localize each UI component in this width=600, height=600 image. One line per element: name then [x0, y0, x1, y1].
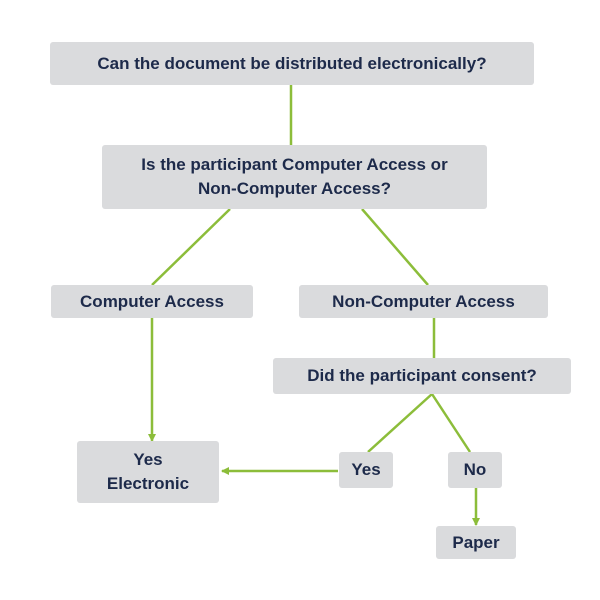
node-label-line-2: Non-Computer Access?	[197, 179, 391, 198]
node-participant-access-question: Is the participant Computer Access or No…	[102, 145, 487, 209]
node-non-computer-access: Non-Computer Access	[299, 285, 548, 318]
node-yes: Yes	[339, 452, 393, 488]
node-label: Computer Access	[80, 291, 224, 311]
node-label: Can the document be distributed electron…	[97, 53, 487, 73]
node-yes-electronic: Yes Electronic	[77, 441, 219, 503]
node-label: No	[463, 460, 487, 479]
node-label: Yes	[351, 460, 381, 479]
node-paper: Paper	[436, 526, 516, 559]
node-participant-consent-question: Did the participant consent?	[273, 358, 571, 394]
edge-consent-to-yes	[367, 393, 433, 453]
node-label-line-2: Electronic	[106, 474, 190, 493]
node-label: Paper	[452, 532, 500, 552]
node-label-line-1: Is the participant Computer Access or	[141, 155, 448, 174]
node-can-distribute-electronically: Can the document be distributed electron…	[50, 42, 534, 85]
node-computer-access: Computer Access	[51, 285, 253, 318]
edge-consent-to-no	[430, 393, 472, 453]
edge-access-to-computer	[151, 208, 231, 286]
edge-access-to-noncomputer	[361, 208, 429, 286]
node-label: Did the participant consent?	[307, 366, 537, 385]
node-label-line-1: Yes	[133, 450, 163, 469]
node-label: Non-Computer Access	[332, 291, 515, 311]
node-no: No	[448, 452, 502, 488]
